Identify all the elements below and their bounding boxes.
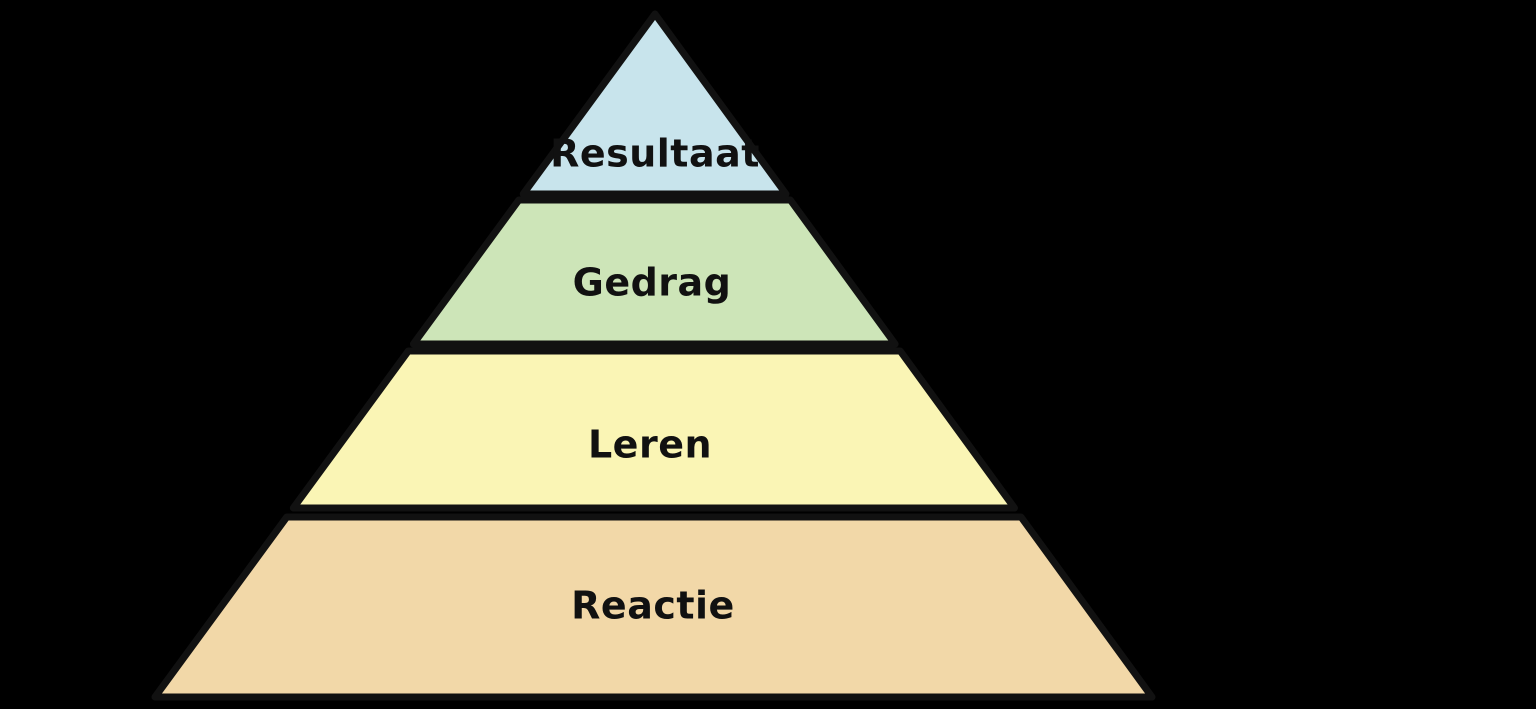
pyramid-layer-label-resultaat: Resultaat bbox=[550, 132, 760, 176]
pyramid-layers-group bbox=[151, 10, 1156, 701]
pyramid-layer-leren[interactable] bbox=[289, 347, 1018, 512]
pyramid-layer-label-leren: Leren bbox=[588, 423, 712, 467]
pyramid-layer-label-gedrag: Gedrag bbox=[573, 261, 732, 305]
pyramid-layer-resultaat[interactable] bbox=[519, 10, 790, 198]
pyramid-layer-label-reactie: Reactie bbox=[571, 584, 735, 628]
pyramid-layer-gedrag[interactable] bbox=[409, 196, 899, 348]
